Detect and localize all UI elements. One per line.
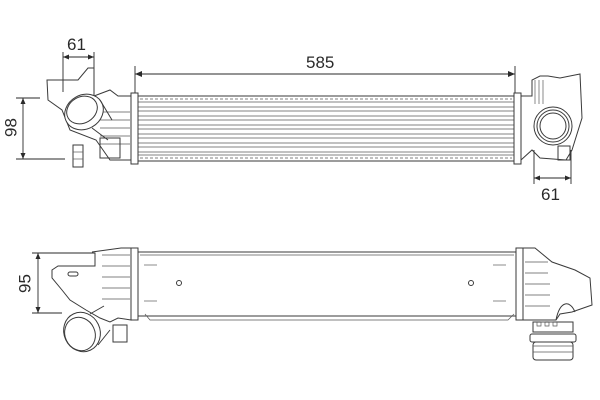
bottom-view — [32, 247, 593, 361]
dimension-label-61-right: 61 — [541, 185, 560, 204]
top-left-tank — [46, 67, 132, 168]
bottom-core — [130, 247, 524, 321]
right-outlet-pipe — [533, 106, 573, 146]
dimension-label-61-top-left: 61 — [67, 35, 86, 54]
dimension-label-95: 95 — [15, 274, 35, 293]
dimension-label-585: 585 — [306, 53, 335, 72]
dimension-label-98: 98 — [1, 118, 21, 137]
bottom-right-pipe — [529, 321, 577, 361]
top-core — [130, 92, 522, 165]
dimension-95 — [32, 252, 95, 314]
bottom-left-pipe — [63, 305, 111, 353]
bottom-left-tank — [51, 247, 132, 353]
top-view — [16, 52, 583, 184]
bottom-right-tank — [522, 247, 593, 361]
dimension-61-top-left — [62, 52, 95, 92]
dimension-98 — [16, 97, 65, 160]
left-inlet-pipe — [64, 93, 113, 141]
dimension-61-right — [533, 150, 572, 184]
top-right-tank — [520, 73, 583, 162]
